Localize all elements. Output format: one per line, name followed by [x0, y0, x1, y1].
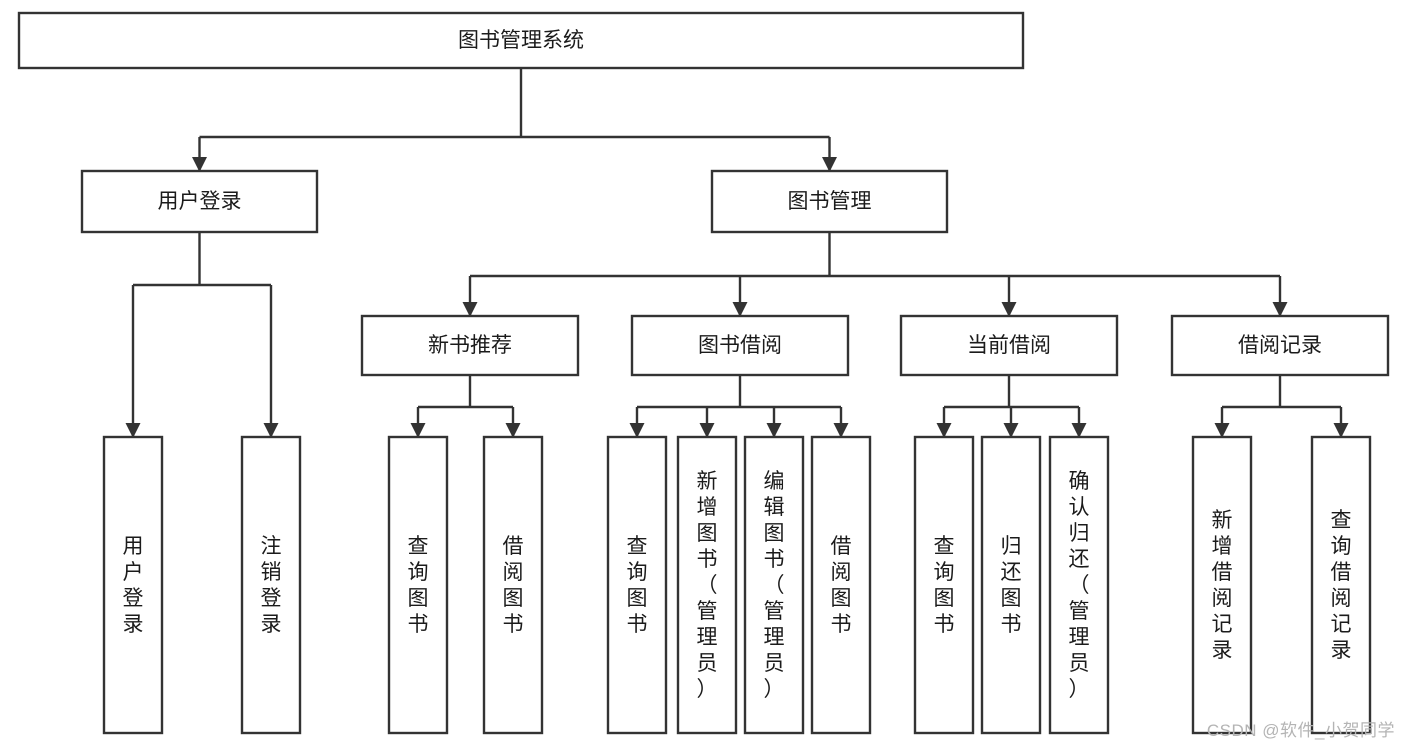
- node-box-leaf-add-book: [676, 435, 738, 735]
- node-box-leaf-confirm-return: [1048, 435, 1110, 735]
- arrow-head: [263, 423, 279, 438]
- arrow-head: [629, 423, 645, 438]
- arrow-head: [462, 302, 478, 317]
- arrow-head: [833, 423, 849, 438]
- connector-group-new-book-recommend: [410, 375, 521, 438]
- node-leaf-query-book-1[interactable]: 查询图书: [387, 435, 449, 735]
- node-box-leaf-query-book-2: [606, 435, 668, 735]
- arrow-head: [1214, 423, 1230, 438]
- arrow-head: [1003, 423, 1019, 438]
- arrow-head: [766, 423, 782, 438]
- arrow-head: [699, 423, 715, 438]
- node-label-leaf-borrow-book-2: 借阅图书: [831, 535, 852, 636]
- node-label-leaf-user-login: 用户登录: [123, 535, 144, 636]
- node-box-leaf-borrow-book-2: [810, 435, 872, 735]
- node-label-leaf-edit-book: 编辑图书（管理员）: [764, 470, 785, 701]
- arrow-head: [936, 423, 952, 438]
- node-label-new-book-recommend: 新书推荐: [428, 334, 512, 357]
- node-label-current-borrow: 当前借阅: [967, 334, 1051, 357]
- node-leaf-logout[interactable]: 注销登录: [240, 435, 302, 735]
- connector-group-root: [192, 68, 837, 172]
- node-box-new-book-recommend: [360, 314, 580, 377]
- connector-group-book-manage: [462, 232, 1288, 317]
- node-label-root: 图书管理系统: [458, 29, 584, 52]
- arrow-head: [410, 423, 426, 438]
- connector-group-user-login: [125, 232, 279, 438]
- connector-group-current-borrow: [936, 375, 1087, 438]
- node-box-borrow-record: [1170, 314, 1390, 377]
- node-leaf-query-borrow-record[interactable]: 查询借阅记录: [1310, 435, 1372, 735]
- node-label-leaf-borrow-book-1: 借阅图书: [503, 535, 524, 636]
- node-leaf-borrow-book-1[interactable]: 借阅图书: [482, 435, 544, 735]
- node-leaf-user-login[interactable]: 用户登录: [102, 435, 164, 735]
- node-new-book-recommend[interactable]: 新书推荐: [360, 314, 580, 377]
- arrow-head: [125, 423, 141, 438]
- node-box-leaf-logout: [240, 435, 302, 735]
- node-label-leaf-query-book-2: 查询图书: [627, 535, 648, 636]
- arrow-head: [732, 302, 748, 317]
- node-book-manage[interactable]: 图书管理: [710, 169, 949, 234]
- node-current-borrow[interactable]: 当前借阅: [899, 314, 1119, 377]
- node-label-leaf-logout: 注销登录: [261, 535, 282, 636]
- arrow-head: [1272, 302, 1288, 317]
- node-book-borrow[interactable]: 图书借阅: [630, 314, 850, 377]
- arrow-head: [822, 157, 837, 172]
- arrow-head: [1071, 423, 1087, 438]
- connector-group-borrow-record: [1214, 375, 1349, 438]
- node-label-book-borrow: 图书借阅: [698, 334, 782, 357]
- node-box-book-borrow: [630, 314, 850, 377]
- node-borrow-record[interactable]: 借阅记录: [1170, 314, 1390, 377]
- node-box-book-manage: [710, 169, 949, 234]
- node-label-borrow-record: 借阅记录: [1238, 334, 1322, 357]
- arrow-head: [1001, 302, 1017, 317]
- node-label-book-manage: 图书管理: [788, 190, 872, 213]
- node-layer: 图书管理系统用户登录图书管理新书推荐图书借阅当前借阅借阅记录用户登录注销登录查询…: [17, 11, 1390, 735]
- node-box-leaf-query-book-1: [387, 435, 449, 735]
- node-box-leaf-query-borrow-record: [1310, 435, 1372, 735]
- node-box-leaf-return-book: [980, 435, 1042, 735]
- node-label-leaf-confirm-return: 确认归还（管理员）: [1069, 470, 1090, 701]
- node-box-leaf-borrow-book-1: [482, 435, 544, 735]
- node-box-leaf-query-book-3: [913, 435, 975, 735]
- node-leaf-add-book[interactable]: 新增图书（管理员）: [676, 435, 738, 735]
- node-label-leaf-add-borrow-record: 新增借阅记录: [1212, 509, 1233, 662]
- node-box-leaf-user-login: [102, 435, 164, 735]
- node-label-leaf-query-borrow-record: 查询借阅记录: [1331, 509, 1352, 662]
- connector-group-book-borrow: [629, 375, 849, 438]
- node-leaf-add-borrow-record[interactable]: 新增借阅记录: [1191, 435, 1253, 735]
- node-box-leaf-edit-book: [743, 435, 805, 735]
- node-box-user-login: [80, 169, 319, 234]
- arrow-head: [192, 157, 207, 172]
- node-label-user-login: 用户登录: [158, 190, 242, 213]
- arrow-head: [1333, 423, 1349, 438]
- connector-layer: [125, 68, 1349, 438]
- arrow-head: [505, 423, 521, 438]
- node-label-leaf-return-book: 归还图书: [1001, 535, 1022, 636]
- node-label-leaf-add-book: 新增图书（管理员）: [697, 470, 718, 701]
- node-root[interactable]: 图书管理系统: [17, 11, 1025, 70]
- node-leaf-confirm-return[interactable]: 确认归还（管理员）: [1048, 435, 1110, 735]
- node-leaf-return-book[interactable]: 归还图书: [980, 435, 1042, 735]
- node-label-leaf-query-book-1: 查询图书: [408, 535, 429, 636]
- node-box-leaf-add-borrow-record: [1191, 435, 1253, 735]
- node-leaf-query-book-2[interactable]: 查询图书: [606, 435, 668, 735]
- node-user-login[interactable]: 用户登录: [80, 169, 319, 234]
- node-leaf-query-book-3[interactable]: 查询图书: [913, 435, 975, 735]
- node-box-current-borrow: [899, 314, 1119, 377]
- node-leaf-borrow-book-2[interactable]: 借阅图书: [810, 435, 872, 735]
- node-leaf-edit-book[interactable]: 编辑图书（管理员）: [743, 435, 805, 735]
- node-box-root: [17, 11, 1025, 70]
- node-label-leaf-query-book-3: 查询图书: [934, 535, 955, 636]
